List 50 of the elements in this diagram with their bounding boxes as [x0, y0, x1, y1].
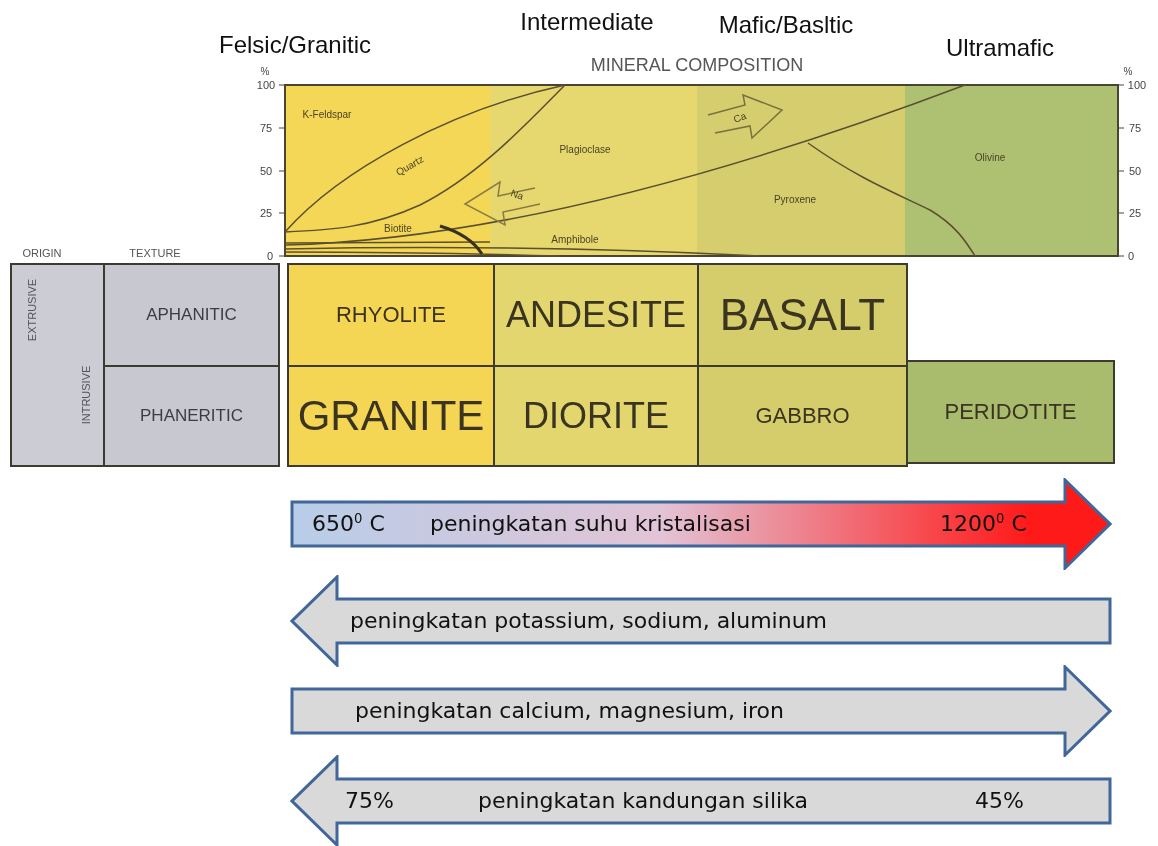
unit-label: % — [260, 67, 270, 77]
arrow-text: 45% — [975, 788, 1024, 814]
rock-name-cell: DIORITE — [493, 365, 699, 467]
arrow-text: peningkatan kandungan silika — [478, 788, 808, 814]
rock-name-cell: BASALT — [697, 263, 908, 367]
column-heading: TEXTURE — [129, 247, 181, 259]
arrow-text: peningkatan suhu kristalisasi — [430, 511, 751, 537]
category-heading: Mafic/Basltic — [718, 13, 854, 37]
column-heading: ORIGIN — [22, 247, 62, 259]
tick-label: 0 — [1127, 250, 1135, 262]
tick-label: 100 — [256, 79, 276, 91]
tick-label: 75 — [1128, 122, 1142, 134]
arrow-text: 1200$^{0}$ C — [940, 511, 1027, 537]
arrow-band — [290, 478, 1112, 570]
arrow-text: peningkatan calcium, magnesium, iron — [355, 698, 784, 724]
mineral-label: K-Feldspar — [302, 110, 352, 120]
tick-label: 50 — [1128, 165, 1142, 177]
mineral-label: Olivine — [974, 153, 1006, 163]
tick-label: 50 — [259, 165, 273, 177]
chart-title: MINERAL COMPOSITION — [590, 56, 804, 74]
rock-name-cell: RHYOLITE — [287, 263, 495, 367]
column-heading: EXTRUSIVE — [26, 278, 38, 342]
tick-label: 25 — [259, 207, 273, 219]
mineral-label: Na — [509, 188, 525, 202]
column-heading: INTRUSIVE — [80, 365, 92, 425]
mineral-label: Biotite — [384, 224, 412, 234]
arrow-band — [290, 575, 1112, 667]
rock-name-cell: GABBRO — [697, 365, 908, 467]
tick-label: 0 — [266, 250, 274, 262]
tick-label: 25 — [1128, 207, 1142, 219]
arrow-text: 75% — [345, 788, 394, 814]
arrow-band — [290, 665, 1112, 757]
rock-name-cell: PERIDOTITE — [906, 360, 1115, 464]
texture-cell: APHANITIC — [103, 263, 280, 367]
tick-label: 75 — [259, 122, 273, 134]
rock-name-cell: ANDESITE — [493, 263, 699, 367]
arrow-text: 650$^{0}$ C — [312, 511, 385, 537]
arrow-band — [290, 755, 1112, 846]
category-heading: Felsic/Granitic — [219, 33, 371, 57]
unit-label: % — [1123, 67, 1133, 77]
mineral-label: Pyroxene — [773, 195, 817, 205]
arrow-text: peningkatan potassium, sodium, aluminum — [350, 608, 828, 634]
category-heading: Intermediate — [520, 10, 654, 34]
category-heading: Ultramafic — [946, 36, 1054, 60]
mineral-label: Ca — [732, 111, 748, 125]
tick-label: 100 — [1127, 79, 1147, 91]
mineral-label: Amphibole — [551, 235, 599, 245]
texture-cell: PHANERITIC — [103, 365, 280, 467]
mineral-label: Plagioclase — [559, 145, 611, 155]
rock-name-cell: GRANITE — [287, 365, 495, 467]
